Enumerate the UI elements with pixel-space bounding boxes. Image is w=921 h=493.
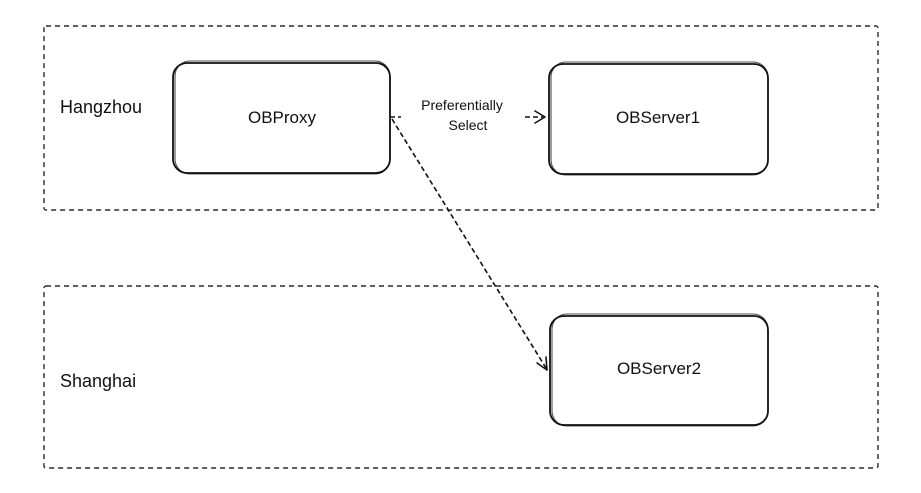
region-hangzhou: Hangzhou — [43, 25, 879, 211]
region-hangzhou-frame — [43, 25, 879, 211]
edge-proxy-to-server2-arrowhead — [536, 356, 548, 371]
node-observer1-box-sketch — [550, 61, 769, 176]
edge-proxy-to-server1-arrowhead — [534, 110, 546, 124]
node-obproxy-label: OBProxy — [248, 108, 317, 127]
node-observer1-label: OBServer1 — [616, 108, 700, 127]
node-observer2: OBServer2 — [549, 313, 769, 427]
edge-proxy-to-server1-label-line1: Preferentially — [421, 97, 503, 113]
edge-proxy-to-server2 — [391, 118, 548, 371]
region-shanghai-frame — [43, 285, 879, 469]
edge-proxy-to-server2-line — [391, 118, 547, 369]
node-observer1: OBServer1 — [548, 61, 769, 176]
region-hangzhou-label: Hangzhou — [60, 97, 142, 117]
node-obproxy: OBProxy — [172, 60, 391, 175]
region-shanghai: Shanghai — [43, 285, 879, 469]
node-observer2-label: OBServer2 — [617, 359, 701, 378]
edge-proxy-to-server1-label-line2: Select — [449, 117, 488, 133]
edge-proxy-to-server1: Preferentially Select — [390, 97, 546, 133]
node-observer2-box-sketch — [551, 313, 769, 427]
region-shanghai-label: Shanghai — [60, 371, 136, 391]
